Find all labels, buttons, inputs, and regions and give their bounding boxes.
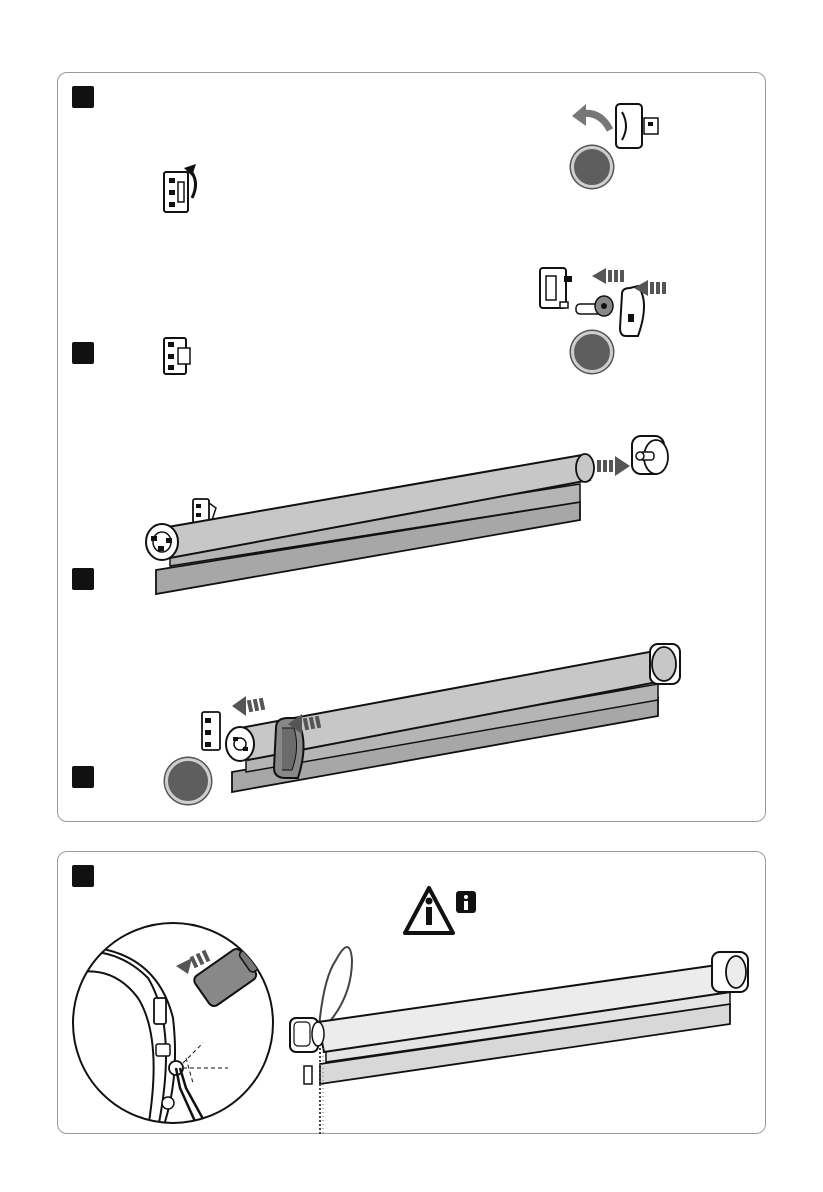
roller-blind-with-chain-illustration xyxy=(0,0,823,1140)
